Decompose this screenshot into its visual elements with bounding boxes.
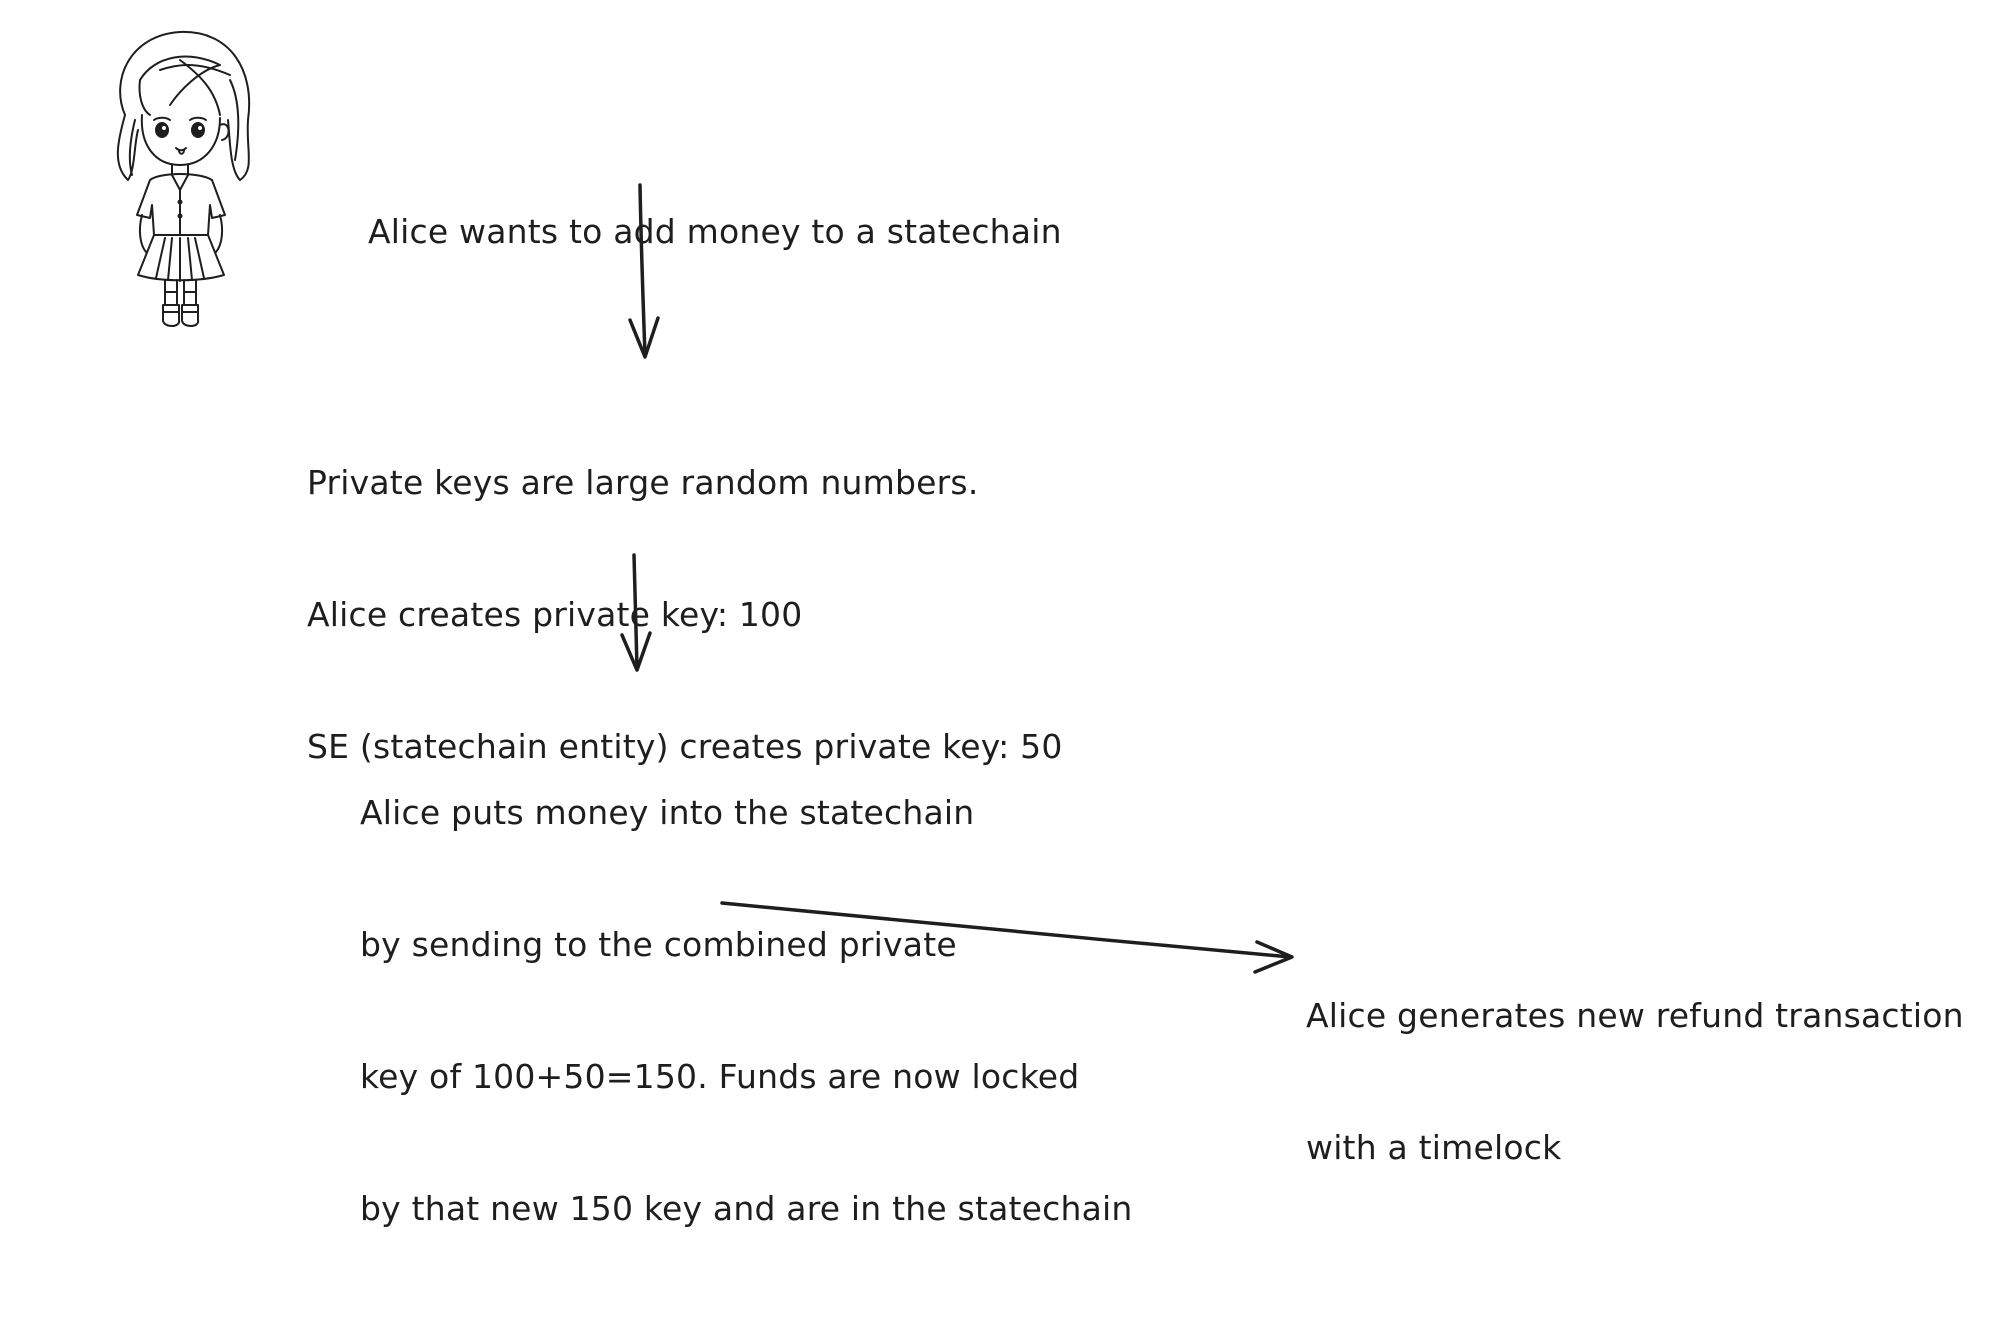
step-1-text: Alice wants to add money to a statechain <box>368 122 1062 342</box>
step-4-line-1: Alice generates new refund transaction <box>1306 996 1964 1035</box>
step-2-line-2: Alice creates private key: 100 <box>307 595 803 634</box>
step-4-line-2: with a timelock <box>1306 1128 1562 1167</box>
step-1-line-1: Alice wants to add money to a statechain <box>368 212 1062 251</box>
step-2-line-3: SE (statechain entity) creates private k… <box>307 727 1063 766</box>
step-3-line-4: by that new 150 key and are in the state… <box>360 1189 1133 1228</box>
step-3-line-1: Alice puts money into the statechain <box>360 793 975 832</box>
girl-character-icon <box>116 30 251 327</box>
diagram-canvas: Alice wants to add money to a statechain… <box>116 30 1964 1228</box>
step-3-line-3: key of 100+50=150. Funds are now locked <box>360 1057 1080 1096</box>
step-2-line-1: Private keys are large random numbers. <box>307 463 979 502</box>
step-3-text: Alice puts money into the statechain by … <box>360 703 1133 1319</box>
step-2-text: Private keys are large random numbers. A… <box>307 373 1063 857</box>
step-4-text: Alice generates new refund transaction w… <box>1306 906 1964 1258</box>
step-3-line-2: by sending to the combined private <box>360 925 957 964</box>
